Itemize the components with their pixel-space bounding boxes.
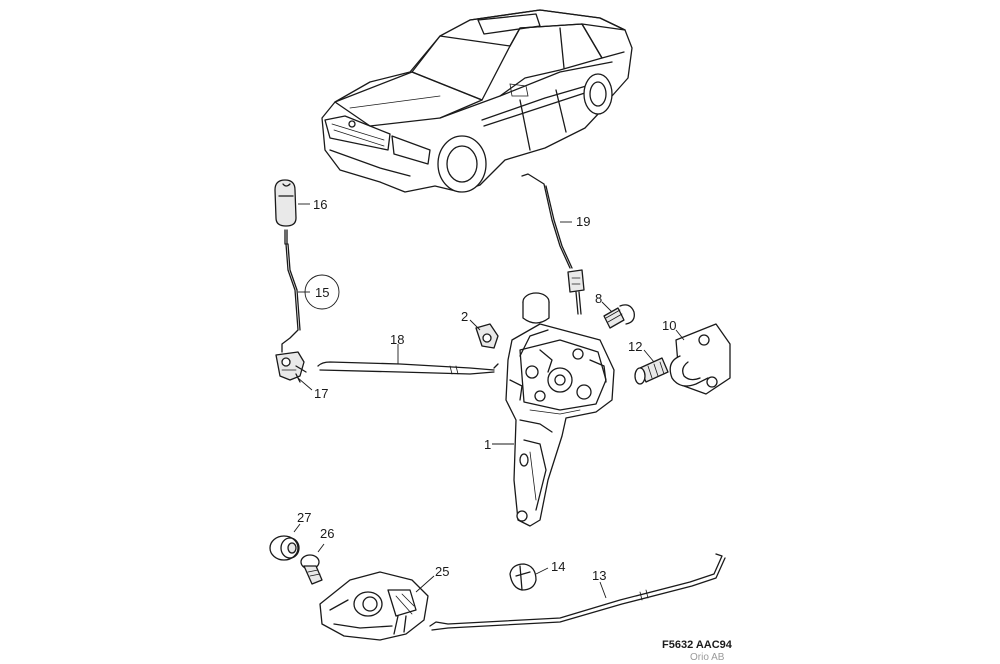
callout-12: 12 — [628, 339, 642, 354]
part-12-screw — [634, 357, 669, 385]
part-8-screw — [603, 304, 635, 329]
part-17-bellcrank — [275, 351, 307, 383]
part-16-lock-knob — [274, 179, 297, 227]
figure-reference: F5632 AAC94 — [662, 639, 733, 651]
part-15-lock-rod — [281, 229, 301, 353]
callout-25: 25 — [435, 564, 449, 579]
part-1-door-lock-mechanism — [505, 292, 615, 527]
callout-10: 10 — [662, 318, 676, 333]
part-19-lock-cable — [521, 173, 585, 315]
part-18-connecting-rod — [317, 361, 499, 375]
callout-14: 14 — [551, 559, 565, 574]
copyright-credit: Orio AB — [690, 652, 725, 663]
callout-1: 1 — [484, 437, 491, 452]
callout-2: 2 — [461, 309, 468, 324]
part-2-clip — [475, 323, 499, 349]
part-10-striker-plate — [669, 323, 731, 395]
callout-15-circle — [304, 274, 340, 310]
callout-16: 16 — [313, 197, 327, 212]
callout-26: 26 — [320, 526, 334, 541]
callout-15: 15 — [315, 285, 329, 300]
callout-19: 19 — [576, 214, 590, 229]
part-14-clip — [509, 563, 537, 591]
part-25-outer-handle — [319, 571, 429, 641]
part-13-handle-rod — [429, 553, 726, 631]
callout-27: 27 — [297, 510, 311, 525]
callout-8: 8 — [595, 291, 602, 306]
callout-13: 13 — [592, 568, 606, 583]
car-illustration — [321, 9, 633, 193]
callout-18: 18 — [390, 332, 404, 347]
part-26-bolt — [300, 554, 323, 585]
part-27-grommet — [269, 535, 300, 561]
callout-17: 17 — [314, 386, 328, 401]
